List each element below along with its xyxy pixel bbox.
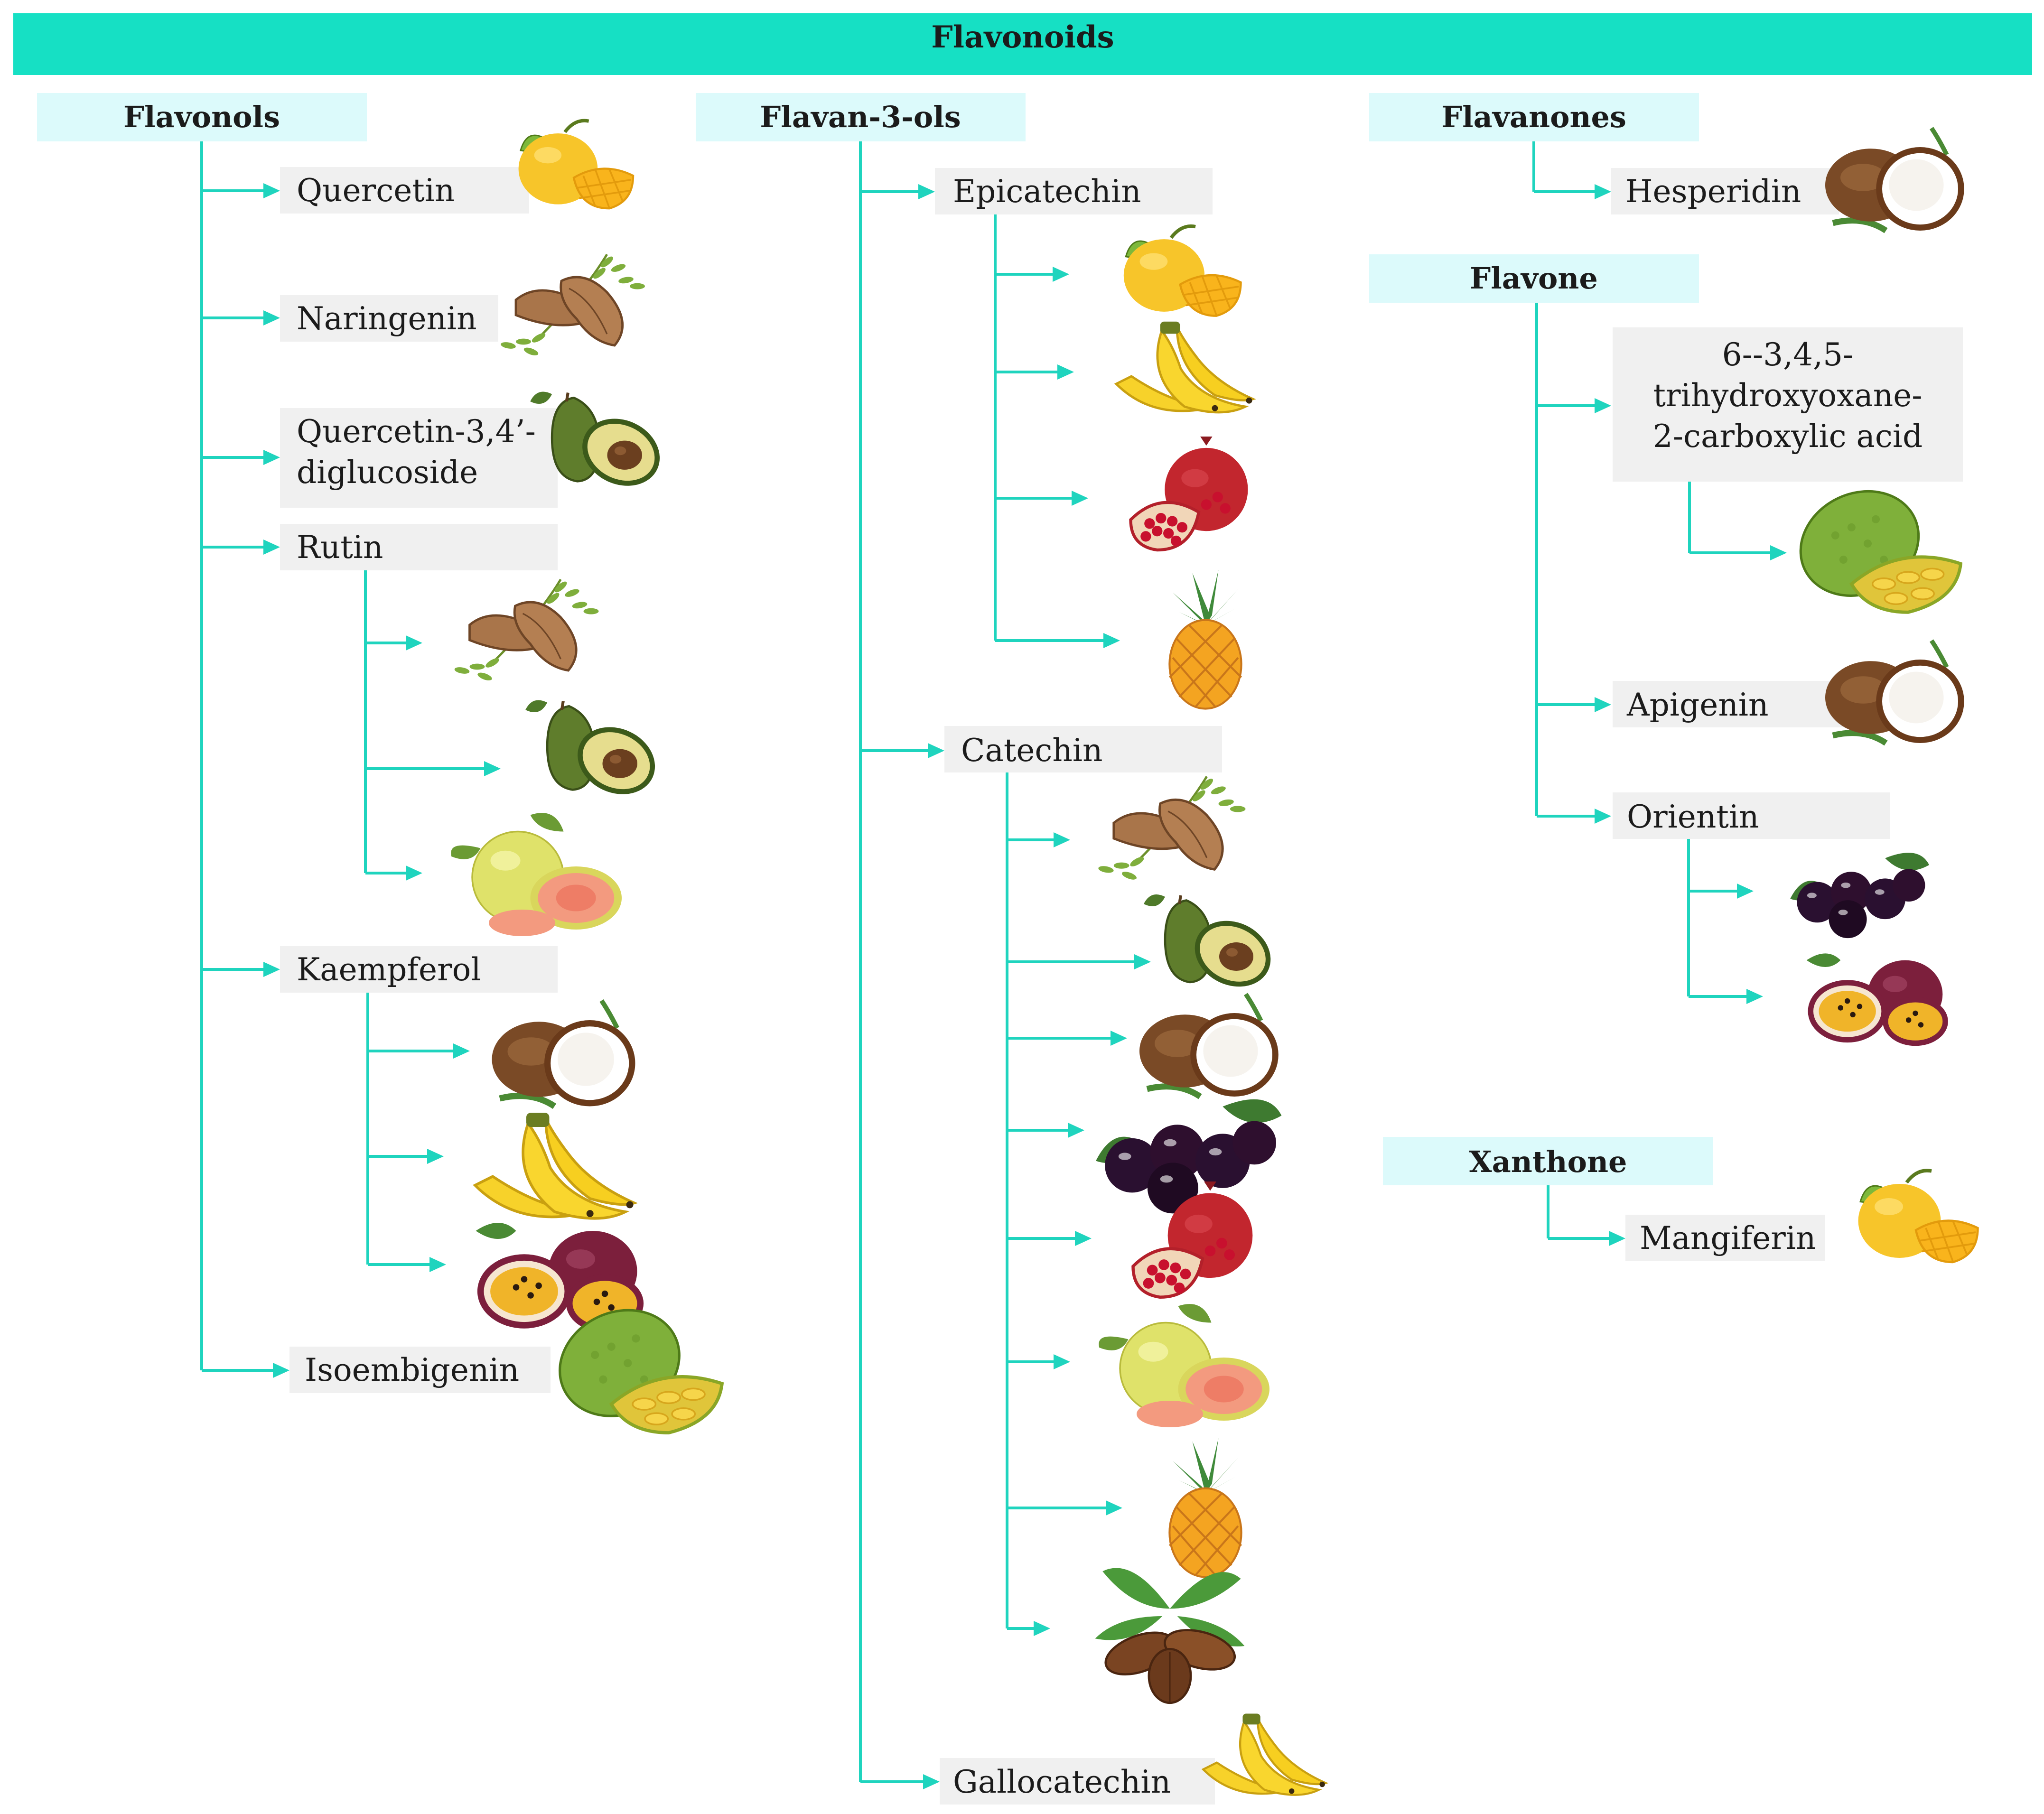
guava-icon [450,812,623,937]
orientin-branches [1687,839,1763,1004]
coconut-icon [1825,641,1964,743]
acai-icon [1096,1099,1282,1214]
group-header-flavan3ols-bg [696,93,1026,141]
xanthone-tree [1547,1185,1625,1246]
group-header-flavanones-bg [1369,93,1699,141]
kaempferol-branches [366,993,470,1272]
compound-box [944,726,1222,772]
group-header-flavone-bg [1369,254,1699,303]
epicatechin-branches [994,214,1120,648]
group-header-flavan3ols: Flavan-3-ols [760,100,961,134]
compound-box [1613,792,1890,839]
group-header-flavanones: Flavanones [1441,100,1626,134]
compound-box [280,524,558,570]
tamarind-icon [454,579,599,682]
banana-icon [1116,322,1253,412]
compound-orientin: Orientin [1627,799,1759,835]
mango-icon [1858,1171,1978,1262]
compound-box [1613,681,1859,727]
compound-kaempferol: Kaempferol [297,951,481,988]
compound-trihydroxyoxane-line3: 2-carboxylic acid [1653,418,1923,455]
compound-gallocatechin: Gallocatechin [953,1764,1171,1800]
compound-rutin: Rutin [297,529,383,566]
group-header-flavone: Flavone [1470,261,1598,296]
compound-trihydroxyoxane-line2: trihydroxyoxane- [1653,377,1922,414]
mango-icon [519,121,634,208]
compound-box [289,1347,551,1393]
coconut-icon [1825,128,1964,231]
compound-quercetin: Quercetin [297,172,455,209]
guava-icon [1098,1303,1270,1428]
banana-icon [475,1113,634,1219]
compound-mangiferin: Mangiferin [1640,1220,1816,1256]
banana-icon [1203,1713,1325,1795]
compound-box [280,946,558,993]
compound-box [1611,168,1839,214]
compound-trihydroxyoxane-line1: 6--3,4,5- [1722,336,1854,373]
avocado-icon [1144,894,1281,999]
catechin-branches [1006,772,1151,1636]
compound-isoembigenin: Isoembigenin [305,1352,519,1388]
flavone-tree [1535,303,1611,824]
rutin-branches [364,570,501,881]
compound-apigenin: Apigenin [1626,687,1768,723]
group-header-xanthone-bg [1383,1137,1713,1185]
pineapple-icon [1169,1438,1241,1577]
avocado-icon [525,700,666,807]
compound-box [280,295,498,342]
pomegranate-icon [1131,437,1248,550]
compound-naringenin: Naringenin [297,300,477,337]
compound-hesperidin: Hesperidin [1625,173,1801,210]
compound-quercetin-diglucoside-line1: Quercetin-3,4’- [297,413,536,450]
coconut-icon [492,1001,635,1107]
group-header-flavonols: Flavonols [123,100,280,134]
compound-box [1613,327,1963,482]
cocoa-icon [1095,1568,1245,1703]
trihydroxyoxane-branch [1688,482,1787,560]
group-header-flavonols-bg [37,93,367,141]
compound-box [280,408,558,508]
pineapple-icon [1169,570,1241,709]
passion-fruit-icon [1806,953,1948,1046]
compound-epicatechin: Epicatechin [953,173,1141,210]
compound-box [940,1758,1215,1805]
compound-catechin: Catechin [961,732,1103,769]
jackfruit-icon [1783,473,1961,615]
compound-quercetin-diglucoside-line2: diglucoside [297,454,478,491]
compound-box [1625,1215,1825,1261]
title-bar [13,13,2032,75]
tamarind-icon [1098,776,1245,881]
mango-icon [1124,226,1241,316]
acai-icon [1790,853,1929,939]
compound-box [280,167,529,214]
flavanones-tree [1532,141,1611,199]
tamarind-icon [500,254,645,357]
diagram-title: Flavonoids [931,19,1114,55]
flavonols-tree [200,141,289,1378]
flavan3ols-tree [859,141,944,1789]
coconut-icon [1139,994,1279,1097]
compound-box [935,168,1213,214]
group-header-xanthone: Xanthone [1469,1144,1627,1179]
